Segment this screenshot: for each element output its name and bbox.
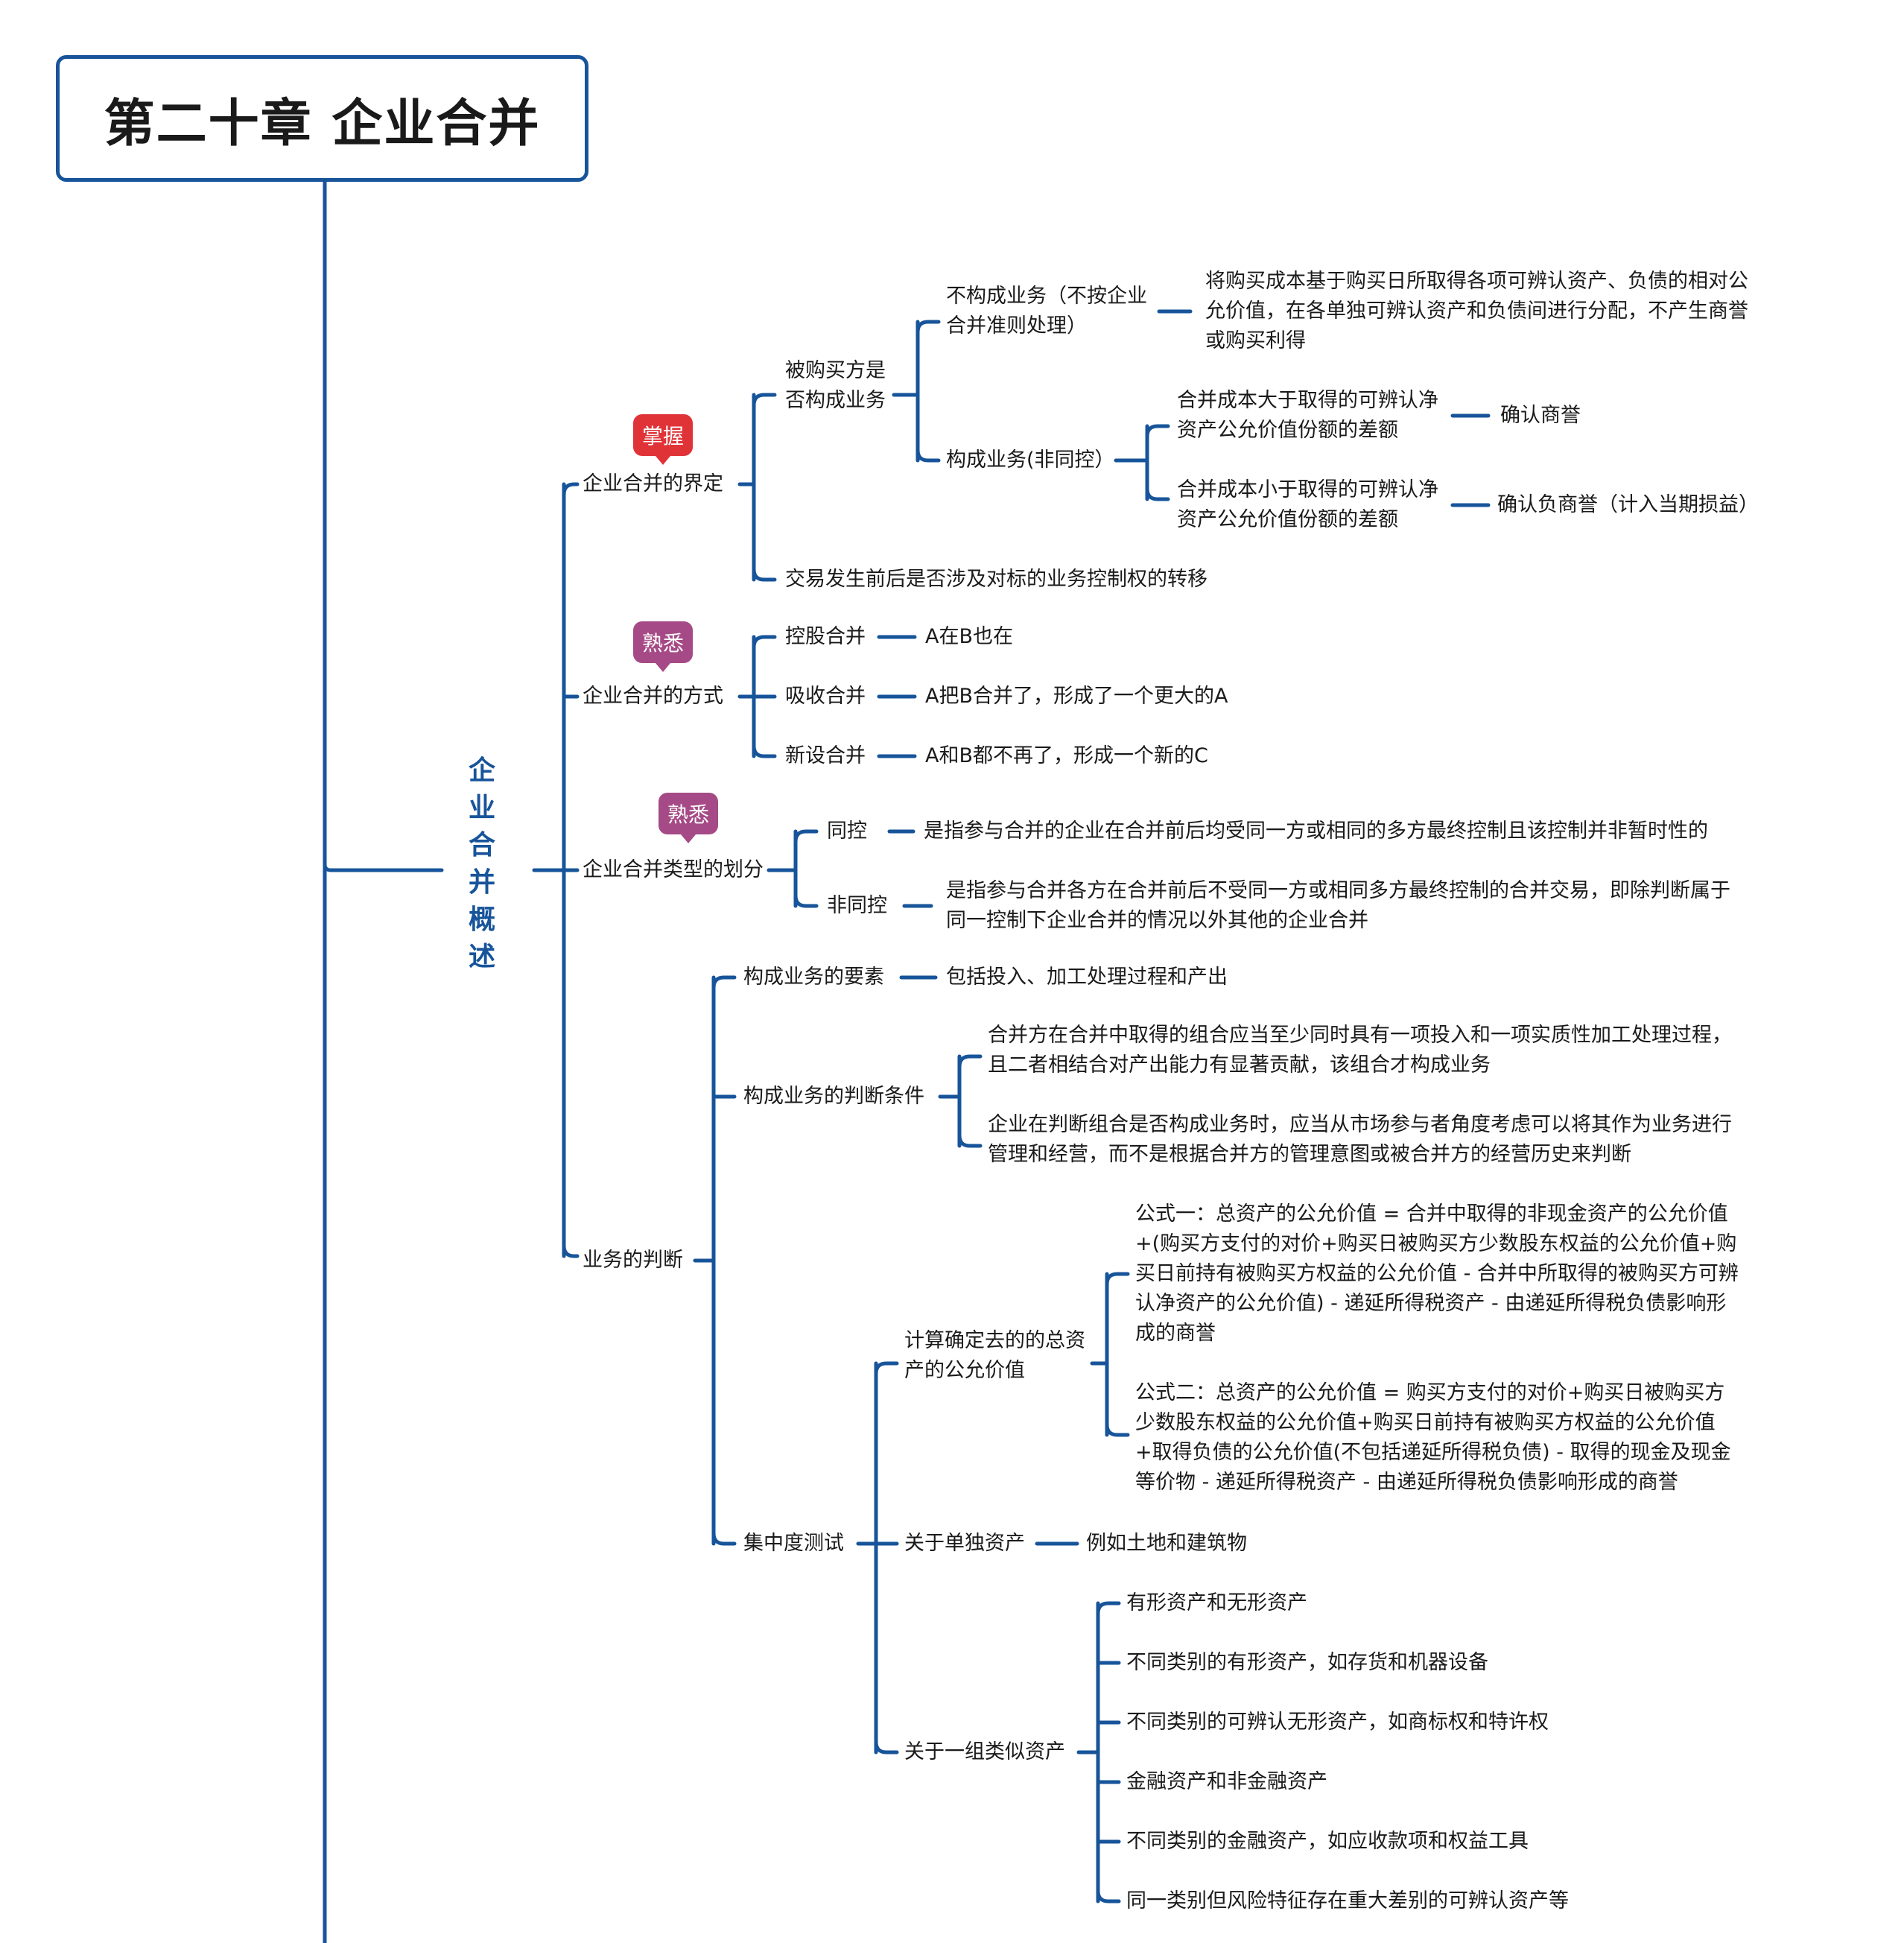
node-cost-less: 合并成本小于取得的可辨认净资产公允价值份额的差额 <box>1177 478 1438 531</box>
node-negative-goodwill: 确认负商誉（计入当期损益） <box>1497 493 1759 516</box>
node-judgement: 业务的判断 <box>583 1249 683 1272</box>
node-methods: 企业合并的方式 <box>583 685 723 708</box>
section-label-char: 业 <box>468 793 495 823</box>
node-type-name: 非同控 <box>827 894 887 917</box>
node-group-item: 不同类别的可辨认无形资产，如商标权和特许权 <box>1126 1711 1549 1734</box>
node-cost-greater: 合并成本大于取得的可辨认净资产公允价值份额的差额 <box>1177 389 1438 442</box>
node-method-desc: A在B也在 <box>925 625 1013 648</box>
badge-master: 掌握 <box>633 414 693 465</box>
node-group-item: 不同类别的有形资产，如存货和机器设备 <box>1126 1651 1488 1674</box>
node-method-name: 吸收合并 <box>785 685 866 708</box>
node-business-elements: 构成业务的要素 <box>743 966 884 989</box>
node-similar-asset-group: 关于一组类似资产 <box>904 1740 1065 1763</box>
section-label: 企业合并概述 <box>463 752 501 976</box>
section-label-char: 合 <box>468 830 495 860</box>
node-goodwill: 确认商誉 <box>1500 404 1581 427</box>
node-not-business: 不构成业务（不按企业合并准则处理） <box>946 285 1147 337</box>
node-condition-item: 合并方在合并中取得的组合应当至少同时具有一项投入和一项实质性加工处理过程，且二者… <box>988 1024 1732 1077</box>
node-method-name: 新设合并 <box>785 744 866 767</box>
node-single-asset-desc: 例如土地和建筑物 <box>1086 1532 1247 1555</box>
node-group-item: 金融资产和非金融资产 <box>1126 1770 1327 1793</box>
node-concentration-test: 集中度测试 <box>743 1532 844 1555</box>
section-label-vertical: 企业合并概述 <box>463 752 501 976</box>
node-type-desc: 是指参与合并各方在合并前后不受同一方或相同多方最终控制的合并交易，即除判断属于同… <box>946 879 1730 932</box>
badge-familiar-text: 熟悉 <box>641 631 684 656</box>
section-label-char: 概 <box>468 904 495 935</box>
node-condition-item: 企业在判断组合是否构成业务时，应当从市场参与者角度考虑可以将其作为业务进行管理和… <box>988 1113 1732 1166</box>
node-is-business: 被购买方是否构成业务 <box>785 359 886 412</box>
node-group-item: 同一类别但风险特征存在重大差别的可辨认资产等 <box>1126 1889 1569 1912</box>
section-label-char: 并 <box>468 867 495 898</box>
node-type-name: 同控 <box>827 820 867 843</box>
node-formula-one: 公式一：总资产的公允价值 = 合并中取得的非现金资产的公允价值+(购买方支付的对… <box>1135 1202 1739 1345</box>
node-method-desc: A把B合并了，形成了一个更大的A <box>925 685 1228 708</box>
node-definition: 企业合并的界定 <box>583 472 723 495</box>
node-method-desc: A和B都不再了，形成一个新的C <box>925 744 1208 767</box>
node-business-non-common-control: 构成业务(非同控） <box>946 448 1115 472</box>
node-calc-total-assets: 计算确定去的的总资产的公允价值 <box>904 1329 1085 1382</box>
chapter-title-box: 第二十章 企业合并 <box>56 55 588 182</box>
badge-master-text: 掌握 <box>641 424 684 448</box>
node-business-conditions: 构成业务的判断条件 <box>743 1085 924 1108</box>
node-types: 企业合并类型的划分 <box>583 858 764 881</box>
node-not-business-desc: 将购买成本基于购买日所取得各项可辨认资产、负债的相对公允价值，在各单独可辨认资产… <box>1205 270 1748 352</box>
section-label-char: 企 <box>468 755 495 786</box>
node-transfer: 交易发生前后是否涉及对标的业务控制权的转移 <box>785 568 1208 591</box>
section-label-char: 述 <box>468 942 495 972</box>
node-method-name: 控股合并 <box>785 625 866 648</box>
node-formula-two: 公式二：总资产的公允价值 = 购买方支付的对价+购买日被购买方少数股东权益的公允… <box>1135 1381 1731 1494</box>
node-type-desc: 是指参与合并的企业在合并前后均受同一方或相同的多方最终控制且该控制并非暂时性的 <box>924 820 1708 843</box>
badge-familiar: 熟悉 <box>633 621 693 672</box>
node-single-asset: 关于单独资产 <box>904 1532 1025 1555</box>
badge-familiar: 熟悉 <box>659 793 718 843</box>
node-group-item: 有形资产和无形资产 <box>1126 1591 1307 1614</box>
chapter-title: 第二十章 企业合并 <box>104 94 541 153</box>
node-group-item: 不同类别的金融资产，如应收款项和权益工具 <box>1126 1830 1529 1853</box>
node-business-elements-desc: 包括投入、加工处理过程和产出 <box>946 966 1228 989</box>
badge-familiar-text: 熟悉 <box>667 802 709 827</box>
